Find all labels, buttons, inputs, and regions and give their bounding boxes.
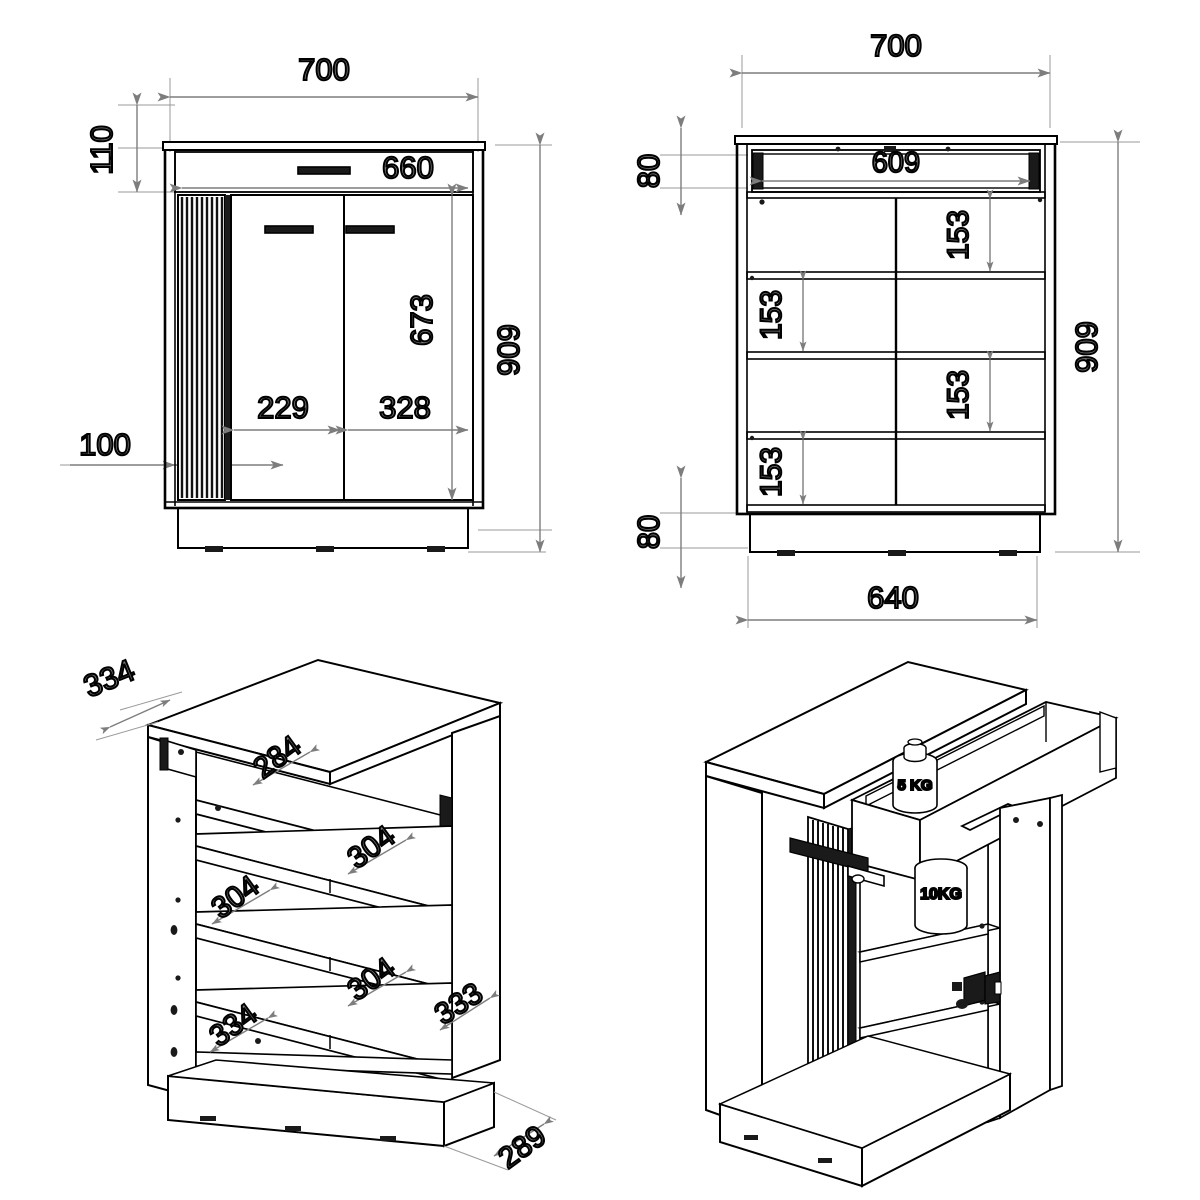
dim-rear-drawer-height: 80 bbox=[630, 115, 686, 216]
dim-rear-width: 700 bbox=[729, 27, 1051, 78]
dim-rear-plinth-width-label: 640 bbox=[867, 580, 919, 615]
dim-front-drawer-height-label: 110 bbox=[84, 125, 119, 174]
left-door-handle[interactable] bbox=[264, 225, 314, 234]
dim-front-total-height: 909 bbox=[468, 132, 546, 553]
drawer-runner-right bbox=[1028, 152, 1040, 190]
iso-load-view: 5 KG 10KG bbox=[703, 660, 1119, 1188]
load-plinth bbox=[717, 1035, 1013, 1188]
dim-rear-total-height: 909 bbox=[1068, 129, 1123, 553]
weight-10kg-label: 10KG bbox=[920, 886, 962, 903]
dim-front-slat-width: 100 bbox=[70, 426, 284, 470]
front-view: 700 110 100 660 bbox=[60, 51, 552, 553]
dim-front-door-height: 673 bbox=[403, 183, 457, 501]
front-plinth bbox=[177, 507, 469, 552]
dim-rear-plinth-width: 640 bbox=[735, 579, 1038, 625]
dim-front-total-height-label: 909 bbox=[491, 324, 526, 376]
dim-rear-shelf3-label: 153 bbox=[942, 370, 975, 420]
rear-top-panel bbox=[734, 135, 1058, 145]
dim-front-drawer-width-label: 660 bbox=[382, 150, 434, 185]
dim-door-right-label: 328 bbox=[379, 390, 431, 425]
drawer-runner-left bbox=[752, 152, 764, 190]
front-right-door[interactable] bbox=[343, 194, 474, 501]
weight-5kg: 5 KG bbox=[892, 738, 938, 814]
dim-front-drawer-width: 660 bbox=[169, 149, 469, 193]
iso-plinth bbox=[167, 1059, 495, 1148]
dim-rear-width-label: 700 bbox=[870, 28, 922, 63]
iso-left-side bbox=[147, 735, 197, 1100]
concealed-hinge-icon bbox=[952, 971, 1002, 1009]
dim-front-door-widths: 229 328 bbox=[221, 389, 469, 435]
right-door-handle[interactable] bbox=[345, 225, 395, 234]
dim-rear-shelf2-label: 153 bbox=[755, 290, 788, 340]
load-left-side bbox=[705, 774, 763, 1132]
dim-rear-shelf1-label: 153 bbox=[942, 210, 975, 260]
drawer-handle[interactable] bbox=[297, 166, 351, 175]
dim-rear-drawer-height-label: 80 bbox=[631, 154, 666, 188]
dim-rear-plinth-height: 80 bbox=[630, 465, 686, 589]
rear-plinth bbox=[749, 513, 1041, 556]
dim-rear-total-height-label: 909 bbox=[1069, 321, 1104, 373]
dim-front-door-height-label: 673 bbox=[404, 294, 439, 346]
rear-shelves bbox=[746, 191, 1046, 513]
dim-front-width-label: 700 bbox=[298, 52, 350, 87]
dim-rear-plinth-height-label: 80 bbox=[631, 515, 666, 549]
dim-rear-shelf-heights: 153 153 153 153 bbox=[754, 189, 994, 505]
weight-5kg-label: 5 KG bbox=[897, 777, 932, 794]
dim-front-drawer-height: 110 bbox=[83, 92, 142, 193]
dim-rear-shelf4-label: 153 bbox=[755, 447, 788, 497]
dim-door-left-label: 229 bbox=[257, 390, 309, 425]
rear-view: 700 80 609 bbox=[630, 27, 1140, 628]
load-open-door[interactable] bbox=[999, 793, 1063, 1120]
iso-open-view: 334 284 304 304 304 334 33 bbox=[78, 651, 557, 1176]
front-top-panel bbox=[162, 141, 486, 151]
dim-rear-drawer-width-label: 609 bbox=[872, 147, 920, 179]
weight-10kg: 10KG bbox=[914, 858, 968, 935]
dim-front-slat-width-label: 100 bbox=[79, 427, 131, 462]
front-slatted-panel bbox=[177, 194, 231, 501]
dim-front-width: 700 bbox=[157, 51, 479, 102]
iso-right-side bbox=[451, 714, 501, 1080]
rear-drawer-assembly: 609 bbox=[749, 146, 1041, 193]
